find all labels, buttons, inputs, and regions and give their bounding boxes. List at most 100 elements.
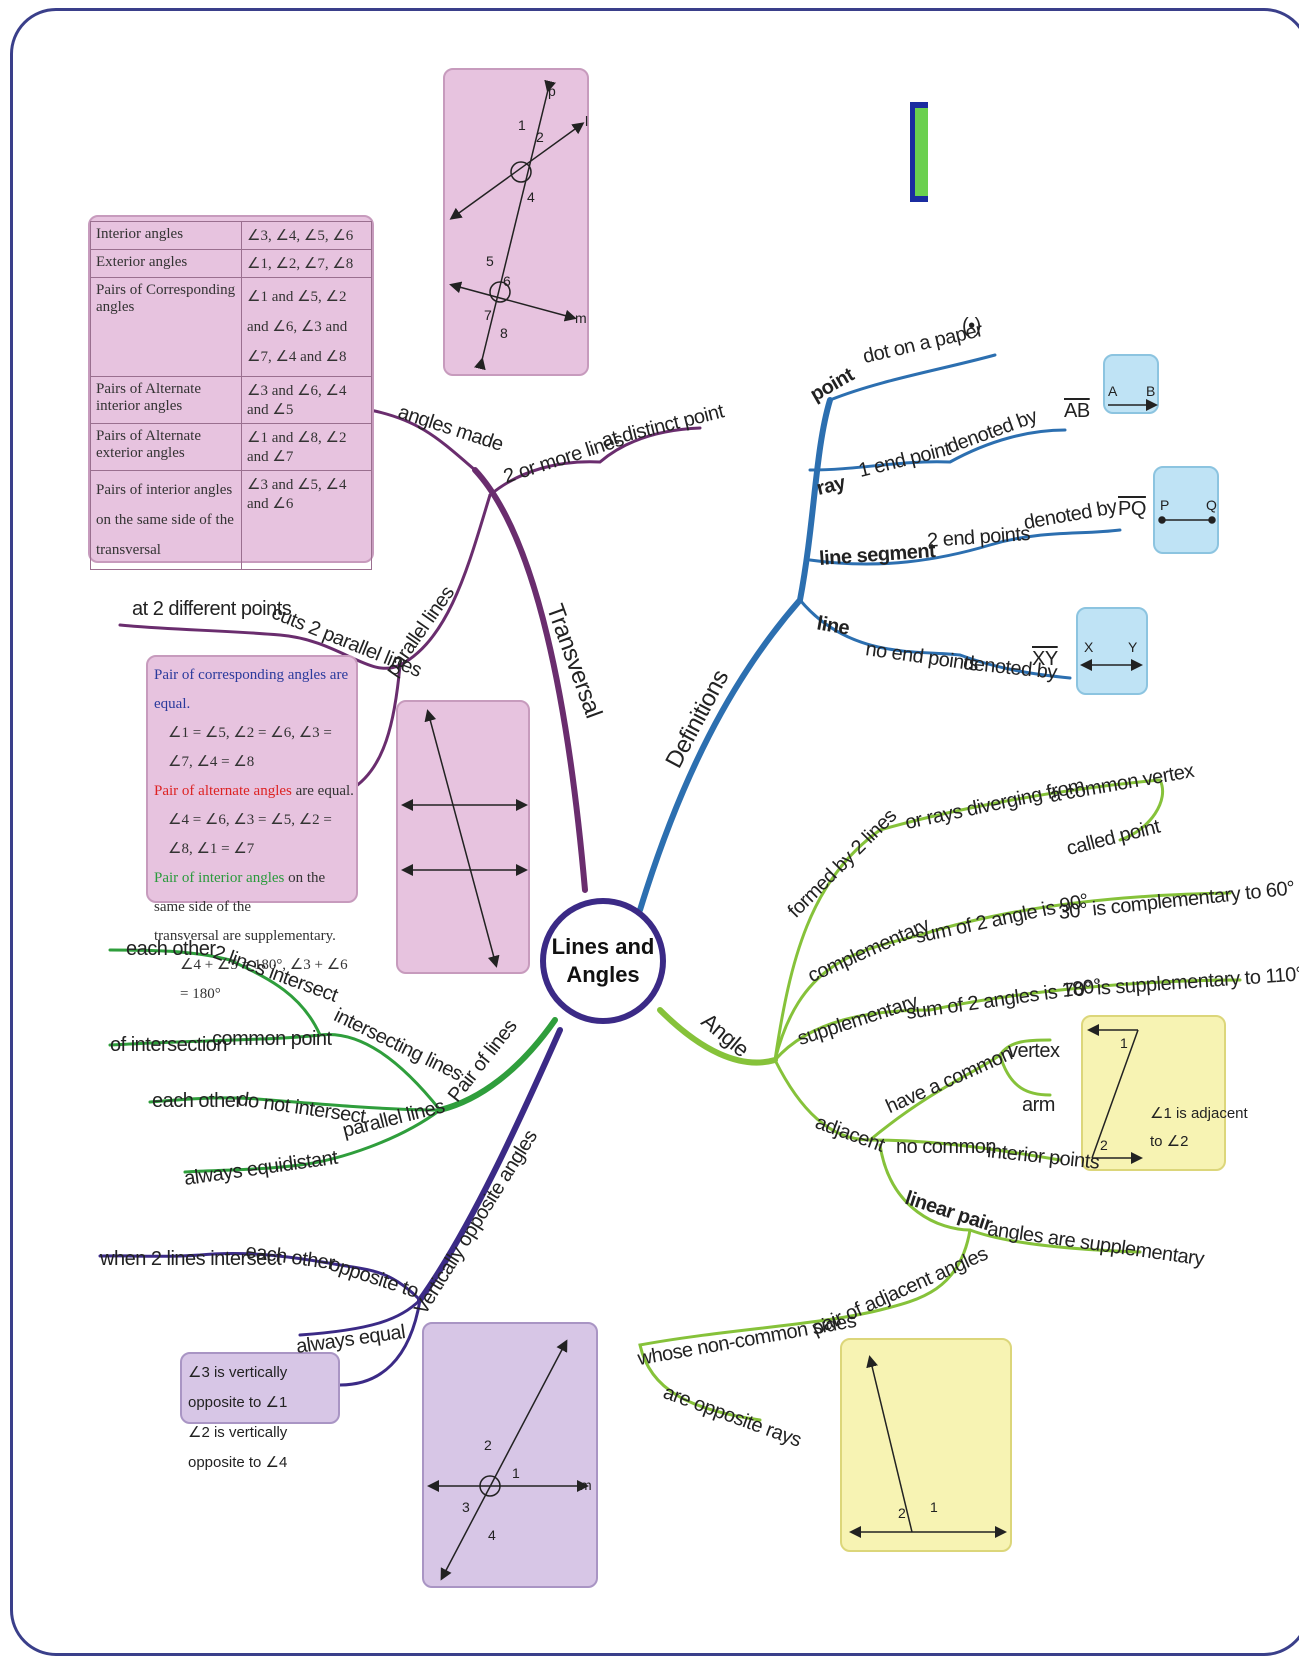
branch-point xyxy=(828,353,997,402)
branch-complementary xyxy=(773,891,1232,1062)
center-title: Lines and Angles xyxy=(551,934,655,987)
line-symbol: XY xyxy=(1032,648,1058,670)
branch-formed xyxy=(773,778,1165,1062)
angles-table: Interior angles∠3, ∠4, ∠5, ∠6 Exterior a… xyxy=(90,221,372,570)
fig-letter: l xyxy=(585,113,588,129)
fig-num: 7 xyxy=(484,307,492,323)
fig-num: 2 xyxy=(1100,1137,1108,1153)
branch-angle xyxy=(657,1007,778,1066)
segment-symbol: PQ xyxy=(1118,498,1146,520)
fig-num: 1 xyxy=(930,1499,938,1515)
ray-symbol: AB xyxy=(1064,400,1090,422)
corner-badge xyxy=(910,102,928,202)
rule-line: ∠1 = ∠5, ∠2 = ∠6, ∠3 = ∠7, ∠4 = ∠8 xyxy=(168,725,332,770)
branch-parallel xyxy=(148,1096,442,1174)
branch-opposite-to xyxy=(98,1251,422,1302)
fig-pt: B xyxy=(1146,383,1155,399)
table-row: Pairs of Alternate exterior angles∠1 and… xyxy=(90,423,372,471)
vertex-label: vertex xyxy=(1008,1040,1060,1062)
branch-have-common xyxy=(868,1038,1052,1142)
fig-adj-diag xyxy=(1091,1029,1139,1159)
line-figure-box xyxy=(1076,607,1148,695)
fig-lp-ray xyxy=(866,1355,913,1533)
page-frame xyxy=(10,8,1299,1656)
fig-angle-arc xyxy=(479,1475,501,1497)
fig-num: 4 xyxy=(527,189,535,205)
when-intersect-label: when 2 lines intersect xyxy=(100,1248,282,1270)
branch-two-or-more xyxy=(488,426,702,497)
branch-vo-note xyxy=(338,1298,422,1387)
fig-transversal xyxy=(424,709,500,968)
fig-pt: Q xyxy=(1206,497,1217,513)
each-other-1-label: each other xyxy=(126,938,216,960)
fig-angle-arc xyxy=(510,161,532,183)
fig-pt: X xyxy=(1084,639,1094,655)
fig-letter: p xyxy=(548,83,556,99)
branch-intersecting xyxy=(108,948,442,1112)
fig-pt: Y xyxy=(1128,639,1138,655)
rule-line: Pair of corresponding angles are equal. xyxy=(154,667,349,712)
branch-rules-link xyxy=(348,663,402,792)
rule-line: Pair of interior angles on the same side… xyxy=(154,870,326,915)
table-row: Exterior angles∠1, ∠2, ∠7, ∠8 xyxy=(90,249,372,278)
fig-pt: P xyxy=(1160,497,1169,513)
rule-line: ∠4 = ∠6, ∠3 = ∠5, ∠2 = ∠8, ∠1 = ∠7 xyxy=(168,812,332,857)
adjacent-figure-box xyxy=(1081,1015,1226,1171)
branch-line xyxy=(798,598,1072,680)
fig-num: 1 xyxy=(1120,1035,1128,1051)
fig-seg-end xyxy=(1158,516,1166,524)
common-point-label: common point xyxy=(212,1028,332,1050)
fig-num: 2 xyxy=(536,129,544,145)
fig-num: 5 xyxy=(486,253,494,269)
parallel-rules-box: Pair of corresponding angles are equal. … xyxy=(146,655,358,1002)
branch-segment xyxy=(808,528,1122,566)
fig-letter: l xyxy=(564,1339,567,1355)
branch-vertical xyxy=(417,1027,563,1303)
branch-definitions xyxy=(637,397,833,913)
angles-table-box: Interior angles∠3, ∠4, ∠5, ∠6 Exterior a… xyxy=(88,215,374,570)
fig-line-l xyxy=(449,122,585,220)
fig-angle-arc xyxy=(489,281,511,303)
fig-num: 1 xyxy=(512,1465,520,1481)
fig-letter: m xyxy=(580,1477,592,1493)
no-common-label: no common xyxy=(896,1136,997,1158)
branch-always-equal xyxy=(298,1298,422,1337)
arm-label: arm xyxy=(1022,1094,1055,1116)
two-points-label: at 2 different points xyxy=(132,598,292,620)
fig-num: 1 xyxy=(518,117,526,133)
rule-line: ∠4 + ∠5 = 180°, ∠3 + ∠6 = 180° xyxy=(180,957,348,1002)
branch-parallel-lines xyxy=(118,493,492,670)
center-node[interactable]: Lines and Angles xyxy=(540,898,666,1024)
fig-num: 2 xyxy=(484,1437,492,1453)
fig-letter: m xyxy=(575,310,587,326)
of-intersection-label: of intersection xyxy=(110,1034,228,1056)
segment-figure-box xyxy=(1153,466,1219,554)
fig-pt: A xyxy=(1108,383,1118,399)
table-row: Pairs of Alternate interior angles∠3 and… xyxy=(90,376,372,424)
fig-num: 2 xyxy=(898,1505,906,1521)
vo-note-2: ∠2 is vertically opposite to ∠4 xyxy=(188,1424,288,1471)
table-row: Interior angles∠3, ∠4, ∠5, ∠6 xyxy=(90,221,372,250)
table-row: Pairs of interior angles on the same sid… xyxy=(90,470,372,570)
point-symbol: (•) xyxy=(962,315,981,337)
fig-num: 6 xyxy=(503,273,511,289)
fig-line-p xyxy=(474,79,556,371)
branch-transversal xyxy=(472,467,588,893)
branch-pair-of-lines xyxy=(437,1017,558,1113)
rule-line: Pair of alternate angles are equal. xyxy=(154,783,354,799)
fig-num: 8 xyxy=(500,325,508,341)
rule-line: transversal are supplementary. xyxy=(154,928,336,944)
branch-pair-adjacent xyxy=(638,1228,972,1422)
fig-vo-diagonal xyxy=(440,1339,568,1581)
branch-angles-made xyxy=(368,408,477,472)
fig-num: 3 xyxy=(462,1499,470,1515)
fig-line-m xyxy=(449,281,577,322)
branch-supplementary xyxy=(773,978,1242,1062)
fig-seg-end xyxy=(1208,516,1216,524)
branch-ray xyxy=(808,428,1067,472)
vo-note-box: ∠3 is vertically opposite to ∠1 ∠2 is ve… xyxy=(180,1352,340,1471)
